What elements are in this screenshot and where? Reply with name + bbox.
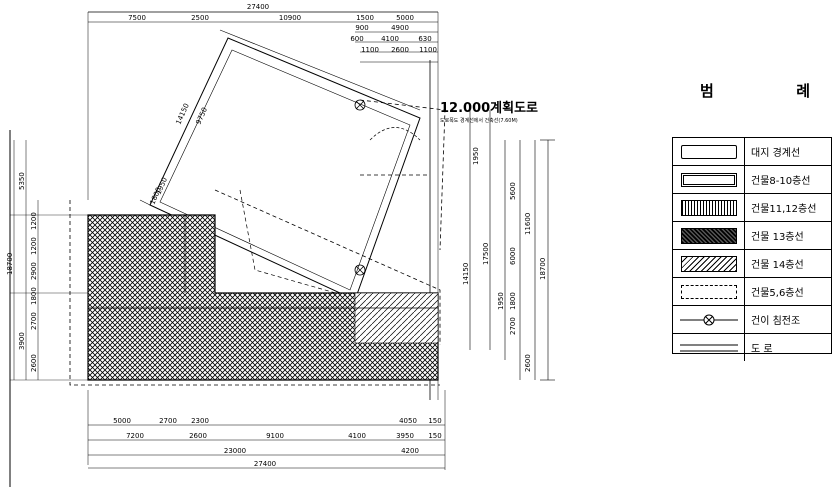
right-dim: 1950 <box>472 147 480 165</box>
top-small-dim: 4100 <box>381 35 399 43</box>
top-total-dim: 27400 <box>247 3 269 11</box>
legend-row: 건물8-10층선 <box>673 166 831 194</box>
bottom-dim: 4050 <box>399 417 417 425</box>
legend-label: 건물8-10층선 <box>751 176 811 187</box>
left-dim: 3900 <box>18 332 26 350</box>
bottom-dim: 2700 <box>159 417 177 425</box>
left-dim: 1200 <box>30 237 38 255</box>
bottom-total-dim: 27400 <box>254 460 276 468</box>
legend-label: 건물11,12층선 <box>751 204 817 215</box>
bottom-dim: 150 <box>428 417 441 425</box>
right-inner-dim: 14150 <box>462 263 470 285</box>
legend-row: 대지 경계선 <box>673 138 831 166</box>
right-dim: 5600 <box>509 182 517 200</box>
legend-label: 건물 13층선 <box>751 232 804 243</box>
bottom-dim: 3950 <box>396 432 414 440</box>
top-dim: 7500 <box>128 14 146 22</box>
legend-label: 건물 14층선 <box>751 260 804 271</box>
legend-title-char: 례 <box>796 82 810 100</box>
right-dim: 2700 <box>509 317 517 335</box>
top-dim: 10900 <box>279 14 301 22</box>
bottom-dim: 23000 <box>224 447 246 455</box>
bottom-dim: 150 <box>428 432 441 440</box>
right-dim: 2600 <box>524 354 532 372</box>
top-dim: 2500 <box>191 14 209 22</box>
top-small-dim: 630 <box>418 35 431 43</box>
legend-row: 건이 침전조 <box>673 306 831 334</box>
circle-x-line-icon <box>679 314 738 325</box>
left-total-dim: 18700 <box>6 253 14 275</box>
legend-title: 범 례 <box>700 80 810 101</box>
legend-label: 도 로 <box>751 344 773 355</box>
top-dim: 5000 <box>396 14 414 22</box>
legend-label: 건이 침전조 <box>751 316 801 327</box>
site-plan-drawing: 12.000계획도로 도로폭도 경계선에서 건축선(7.60M) 27400 7… <box>6 3 555 487</box>
double-line-icon <box>679 344 738 351</box>
top-small-dim: 1100 <box>419 46 437 54</box>
legend-title-char: 범 <box>700 82 714 100</box>
left-dim: 1200 <box>30 212 38 230</box>
bottom-dim: 7200 <box>126 432 144 440</box>
legend-table: 대지 경계선 건물8-10층선 건물11,12층선 건물 13층선 건물 14층… <box>672 137 832 361</box>
vertical-hatch-box-icon <box>680 199 737 216</box>
road-title: 12.000계획도로 <box>440 100 538 116</box>
legend-row: 건물 14층선 <box>673 250 831 278</box>
bottom-dim: 4100 <box>348 432 366 440</box>
bottom-dim: 4200 <box>401 447 419 455</box>
dense-hatch-box-icon <box>680 227 737 244</box>
top-small-dim: 1100 <box>361 46 379 54</box>
bottom-dim: 2600 <box>189 432 207 440</box>
top-dim: 1500 <box>356 14 374 22</box>
left-dim: 2600 <box>30 354 38 372</box>
road-note: 도로폭도 경계선에서 건축선(7.60M) <box>440 117 518 124</box>
right-total-dim: 18700 <box>539 258 547 280</box>
legend-row: 도 로 <box>673 334 831 361</box>
left-dim: 5350 <box>18 172 26 190</box>
right-dim: 1800 <box>509 292 517 310</box>
right-inner-dim: 6000 <box>509 247 517 265</box>
legend-row: 건물11,12층선 <box>673 194 831 222</box>
top-small-dim: 4900 <box>391 24 409 32</box>
right-dim: 1950 <box>497 292 505 310</box>
legend-row: 건물 13층선 <box>673 222 831 250</box>
top-small-dim: 2600 <box>391 46 409 54</box>
left-dim: 2700 <box>30 312 38 330</box>
slant-dim: 9750 <box>195 106 210 126</box>
legend-label: 대지 경계선 <box>751 148 801 159</box>
double-line-box-icon <box>680 172 737 187</box>
bottom-dim: 2300 <box>191 417 209 425</box>
left-dim: 1800 <box>30 287 38 305</box>
plain-box-icon <box>680 144 737 159</box>
left-dim: 2900 <box>30 262 38 280</box>
top-small-dim: 900 <box>355 24 368 32</box>
bottom-dim: 5000 <box>113 417 131 425</box>
bottom-dim: 9100 <box>266 432 284 440</box>
diagonal-hatch-box-icon <box>680 255 737 272</box>
legend-row: 건물5,6층선 <box>673 278 831 306</box>
right-inner-dim: 17500 <box>482 243 490 265</box>
top-small-dim: 600 <box>350 35 363 43</box>
dashed-box-icon <box>680 284 737 299</box>
right-dim: 11600 <box>524 213 532 235</box>
legend-label: 건물5,6층선 <box>751 288 804 299</box>
